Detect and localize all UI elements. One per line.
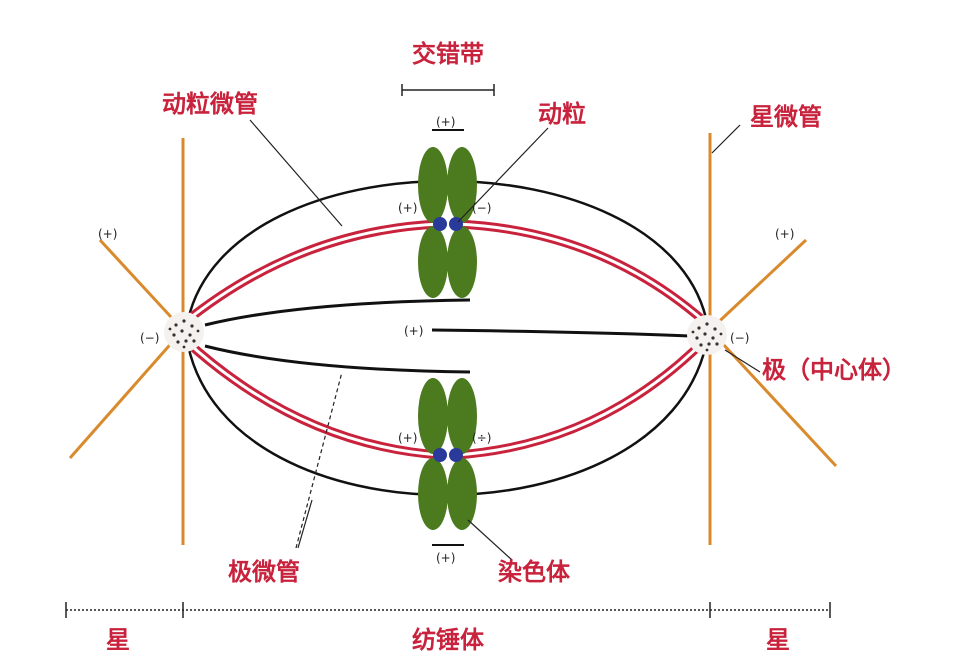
- label-aster-left: 星: [106, 626, 130, 654]
- leader-astral-mt: [711, 124, 741, 154]
- chromatid-lr: [447, 226, 477, 298]
- inner-polar-microtubules: [204, 298, 691, 374]
- sign-plus-left-kinetochore-bottom: (+): [398, 431, 417, 445]
- sign-minus-right-pole: (−): [730, 331, 749, 345]
- sign-minus-left-pole: (−): [140, 331, 159, 345]
- label-overlap-zone: 交错带: [412, 40, 484, 68]
- label-chromosome: 染色体: [498, 558, 571, 586]
- plus-end-caps: [432, 129, 464, 546]
- leader-kinetochore-mt: [249, 119, 343, 227]
- outer-polar-microtubules: [186, 179, 708, 497]
- chromosome-upper: [418, 147, 477, 298]
- chromatid-ll: [418, 458, 448, 530]
- label-astral-mt: 星微管: [750, 103, 822, 131]
- centrosome-right: [687, 315, 727, 355]
- label-polar-mt: 极微管: [228, 558, 300, 586]
- chromatid-lr: [447, 458, 477, 530]
- sign-plus-top: (+): [436, 115, 455, 129]
- kinetochore-mt-lower-right: [455, 336, 709, 460]
- sign-minus-right-kinetochore-top: (−): [472, 201, 491, 215]
- chromatid-ur: [447, 147, 477, 223]
- leader-chromosome: [467, 519, 513, 561]
- kinetochore-lr: [449, 448, 463, 462]
- astral-mt-right-lower: [708, 328, 838, 468]
- astral-mt-left-upper: [98, 238, 185, 332]
- label-kinetochore-mt: 动粒微管: [162, 90, 258, 118]
- chromatid-ll: [418, 226, 448, 298]
- sign-plus-right-kinetochore-bottom: (÷): [472, 431, 491, 445]
- sign-plus-bottom: (+): [436, 551, 455, 565]
- kinetochore-ul: [433, 217, 447, 231]
- sign-plus-left-kinetochore-top: (+): [398, 201, 417, 215]
- centrosome-left: [164, 312, 204, 352]
- sign-plus-right-astral: (+): [775, 227, 794, 241]
- kinetochore-microtubules: [181, 219, 709, 460]
- overlap-zone-bracket: [401, 84, 495, 96]
- leader-polar-mt-a: [295, 371, 343, 549]
- polar-mt-left-upper: [204, 298, 471, 327]
- label-aster-right: 星: [766, 626, 790, 654]
- scale-bar: [65, 602, 831, 618]
- polar-mt-left-lower: [204, 344, 471, 374]
- label-kinetochore: 动粒: [538, 100, 586, 128]
- chromatid-ur: [447, 378, 477, 454]
- leader-pole: [724, 349, 761, 373]
- leader-lines: [249, 119, 761, 561]
- leader-kinetochore: [457, 127, 549, 223]
- label-pole: 极（中心体）: [762, 356, 906, 384]
- chromosome-lower: [418, 378, 477, 530]
- label-spindle: 纺锤体: [412, 626, 485, 654]
- kinetochore-ll: [433, 448, 447, 462]
- kinetochore-mt-upper-right: [455, 219, 708, 326]
- astral-mt-right-upper: [708, 238, 808, 332]
- chromatid-ul: [418, 147, 448, 223]
- sign-plus-left-astral: (+): [98, 227, 117, 241]
- astral-mt-left-lower: [68, 329, 185, 459]
- leader-polar-mt-b: [297, 499, 313, 549]
- chromatid-ul: [418, 378, 448, 454]
- polar-mt-right-middle: [431, 328, 691, 338]
- astral-microtubules: [68, 133, 838, 545]
- sign-plus-middle: (+): [404, 324, 423, 338]
